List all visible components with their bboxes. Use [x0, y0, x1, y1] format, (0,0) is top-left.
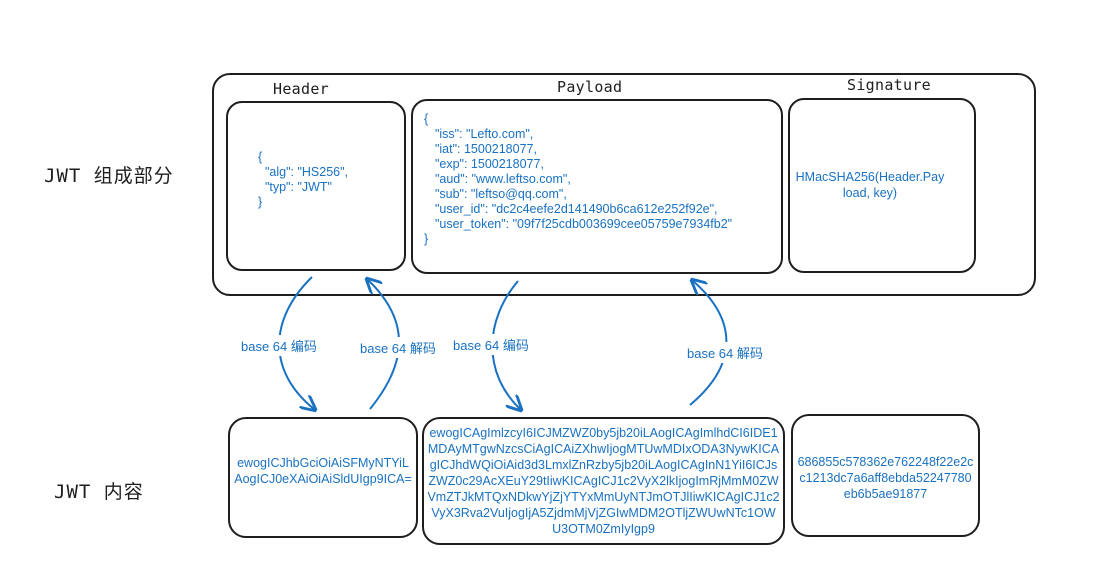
header-section-title: Header [273, 80, 329, 98]
signature-box [788, 98, 976, 273]
encoded-header-box [228, 417, 418, 538]
signature-section-title: Signature [847, 76, 931, 94]
payload-json-line: "user_id": "dc2c4eefe2d141490b6ca612e252… [428, 202, 718, 216]
encoded-signature-text: 686855c578362e762248f22e2cc1213dc7a6aff8… [797, 455, 974, 501]
header-json-line: "alg": "HS256", [258, 165, 349, 179]
payload-encode-label: base 64 编码 [451, 334, 531, 355]
signature-formula: HMacSHA256(Header.Payload, key) [795, 170, 945, 200]
header-encode-label: base 64 编码 [239, 335, 319, 356]
header-json-line: "typ": "JWT" [258, 180, 332, 194]
payload-section-title: Payload [557, 78, 623, 96]
payload-json-line: "iat": 1500218077, [428, 142, 537, 156]
header-json-line: } [258, 195, 263, 209]
payload-json-line: "sub": "leftso@qq.com", [428, 187, 567, 201]
payload-json-line: "aud": "www.leftso.com", [428, 172, 571, 186]
payload-json-line: } [424, 232, 429, 246]
payload-box [411, 99, 783, 274]
header-box [226, 101, 406, 271]
payload-json-line: "user_token": "09f7f25cdb003699cee05759e… [428, 217, 733, 231]
header-json-line: { [258, 150, 263, 164]
payload-json-line: "exp": 1500218077, [428, 157, 544, 171]
payload-decode-label: base 64 解码 [685, 342, 765, 363]
encoded-header-text: ewogICJhbGciOiAiSFMyNTYiLAogICJ0eXAiOiAi… [234, 456, 412, 486]
encoded-payload-box [422, 417, 785, 545]
encoded-signature-box [791, 414, 980, 537]
jwt-components-label: JWT 组成部分 [44, 165, 174, 187]
header-decode-label: base 64 解码 [358, 337, 438, 358]
payload-json-line: { [424, 112, 429, 126]
encoded-payload-text: ewogICAgImlzcyI6ICJMZWZ0by5jb20iLAogICAg… [427, 426, 780, 536]
payload-json-line: "iss": "Lefto.com", [428, 127, 534, 141]
jwt-content-label: JWT 内容 [54, 481, 144, 503]
